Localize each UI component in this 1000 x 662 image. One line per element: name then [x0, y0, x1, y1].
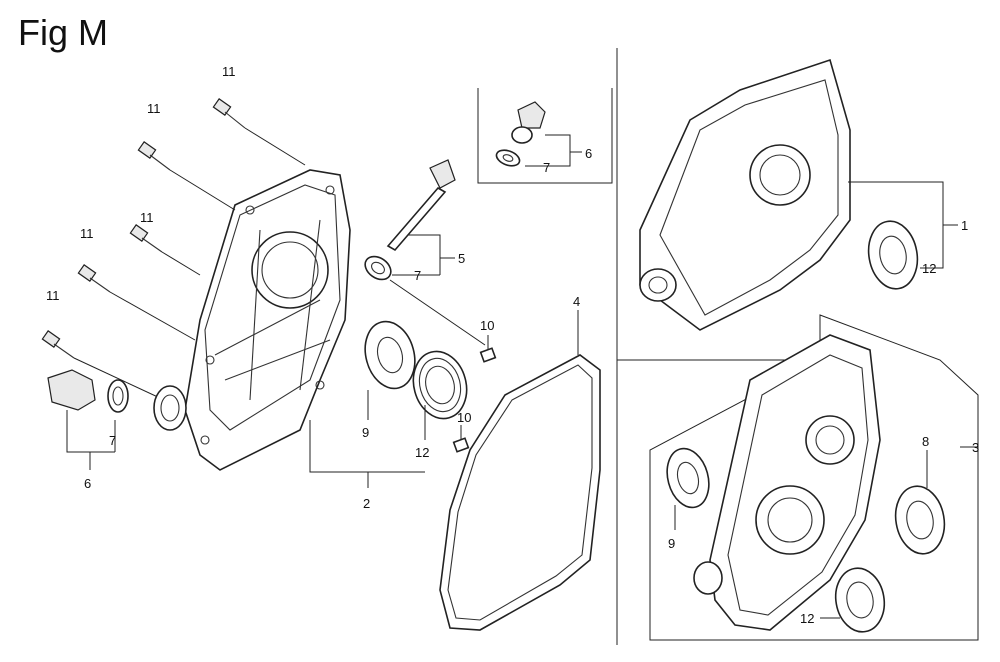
callout-2: 2 [363, 496, 370, 511]
crankcase-cover-main [184, 169, 351, 471]
callout-10: 10 [480, 318, 494, 333]
gasket [439, 354, 601, 631]
panel-dividers [477, 48, 979, 645]
bolts-11 [41, 98, 246, 359]
callout-11: 11 [222, 64, 236, 79]
oil-filler-cap-left [47, 369, 187, 431]
callout-3: 3 [972, 440, 979, 455]
callout-12: 12 [800, 611, 814, 626]
callout-12: 12 [415, 445, 429, 460]
callout-11: 11 [140, 210, 154, 225]
figure-title: Fig M [18, 12, 108, 53]
dipstick [364, 159, 486, 346]
callout-11: 11 [80, 226, 94, 241]
callout-11: 11 [147, 101, 161, 116]
callout-labels: 11 11 11 11 11 7 6 9 12 2 5 7 10 10 4 6 … [46, 64, 979, 626]
callout-6: 6 [585, 146, 592, 161]
crankcase-cover-top-right [639, 58, 919, 331]
callout-leaders [66, 134, 978, 619]
callout-1: 1 [961, 218, 968, 233]
crankcase-assembly [666, 334, 946, 633]
case-assembly-box [649, 314, 979, 641]
callout-7: 7 [414, 268, 421, 283]
inset-box [477, 88, 613, 184]
callout-4: 4 [573, 294, 580, 309]
callout-9: 9 [362, 425, 369, 440]
callout-9: 9 [668, 536, 675, 551]
callout-5: 5 [458, 251, 465, 266]
callout-12: 12 [922, 261, 936, 276]
callout-6: 6 [84, 476, 91, 491]
callout-11: 11 [46, 288, 60, 303]
oil-seal-and-bearing [364, 320, 468, 420]
callout-8: 8 [922, 434, 929, 449]
dowel-pins [452, 347, 497, 453]
callout-10: 10 [457, 410, 471, 425]
inset-filler-cap [495, 101, 546, 167]
callout-7: 7 [109, 433, 116, 448]
bolt-leaders [73, 127, 306, 406]
callout-7: 7 [543, 160, 550, 175]
